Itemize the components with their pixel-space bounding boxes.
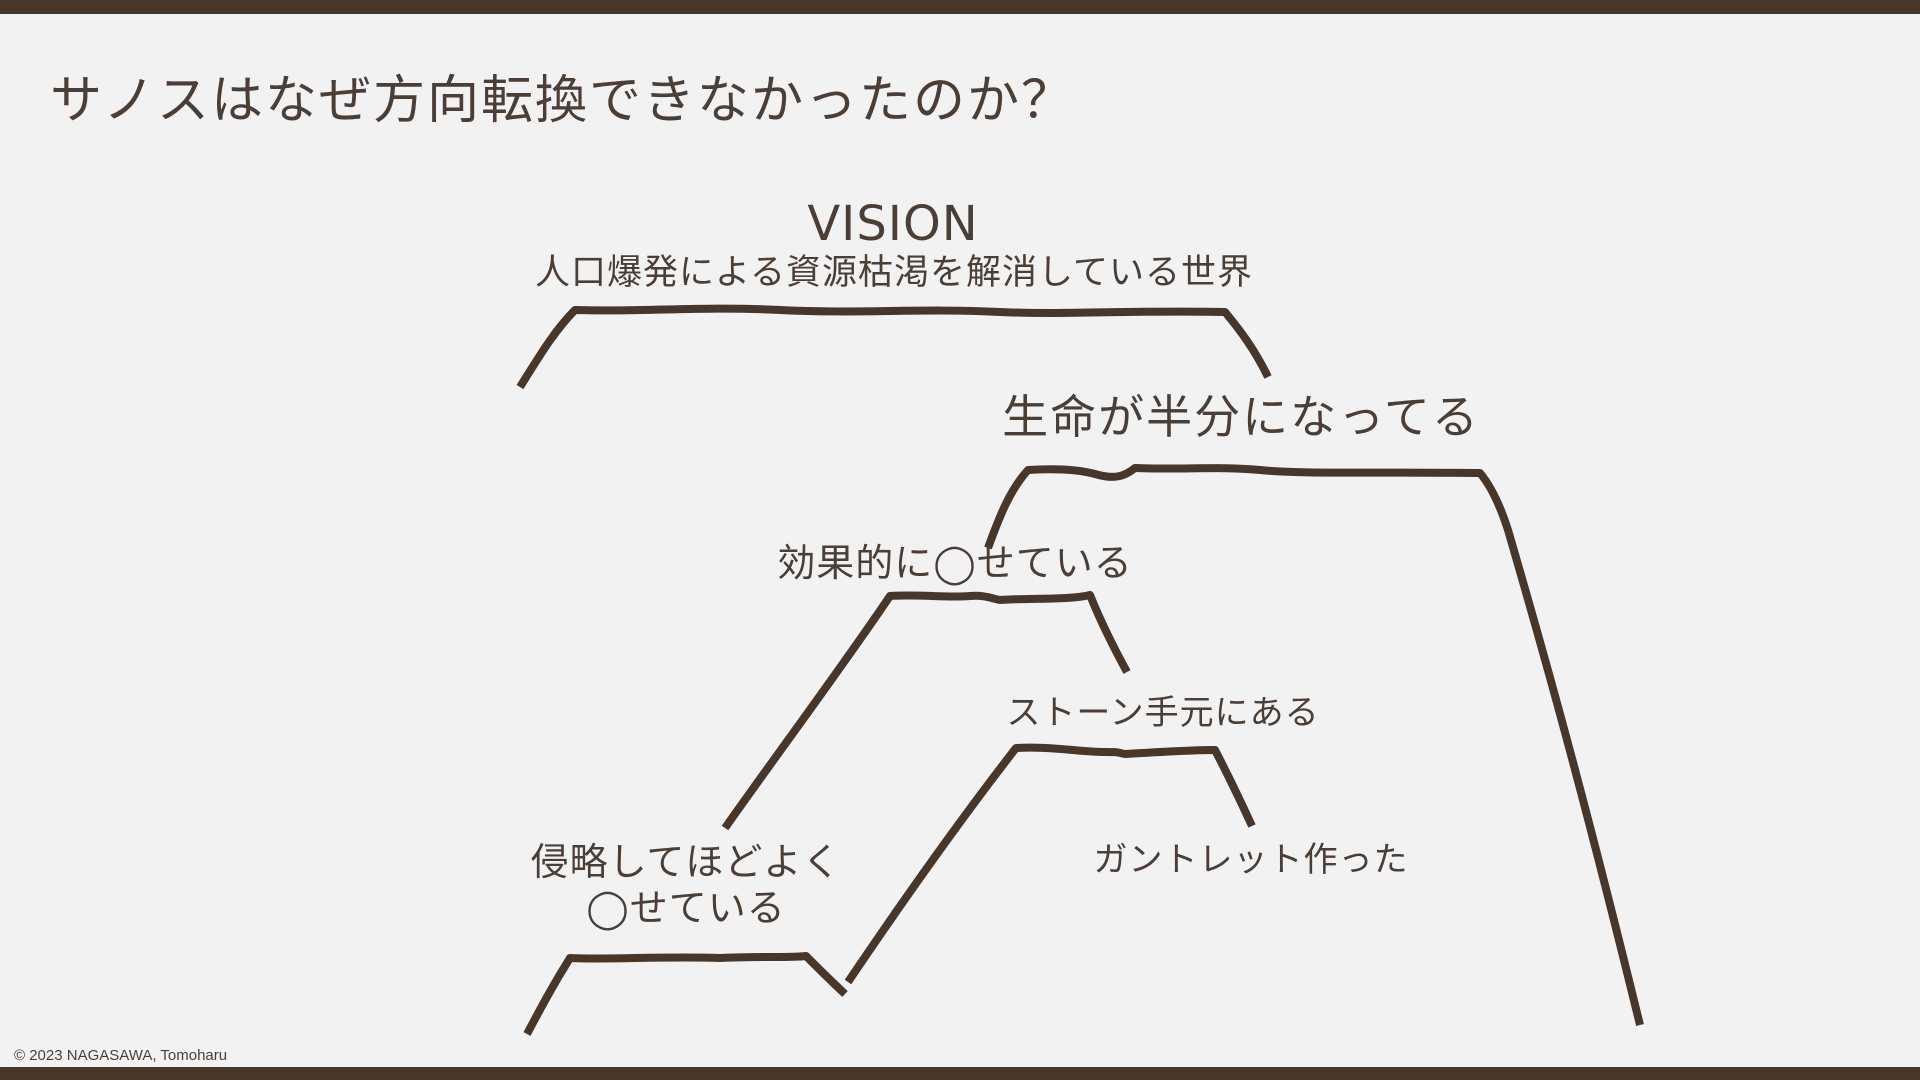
node-invade-line2: ◯せている — [586, 885, 786, 930]
vision-bracket — [516, 304, 1272, 390]
effectively-bracket — [721, 591, 1131, 831]
vision-heading: VISION — [807, 196, 979, 252]
copyright: © 2023 NAGASAWA, Tomoharu — [14, 1047, 228, 1064]
page-title: サノスはなぜ方向転換できなかったのか？ — [50, 71, 1075, 131]
stones-bracket — [844, 743, 1256, 985]
node-invade: 侵略してほどよく ◯せている — [531, 840, 842, 931]
vision-text: 人口爆発による資源枯渇を解消している世界 — [535, 253, 1253, 293]
invade-bracket — [523, 952, 848, 1036]
top-bar — [0, 0, 1920, 14]
node-gauntlet: ガントレット作った — [1093, 840, 1409, 880]
node-stones: ストーン手元にある — [1006, 693, 1320, 733]
node-effectively: 効果的に◯せている — [777, 541, 1133, 585]
node-invade-line1: 侵略してほどよく — [530, 840, 842, 884]
bottom-bar — [0, 1067, 1920, 1080]
life-halved-bracket — [984, 464, 1644, 1026]
node-life-halved: 生命が半分になってる — [1002, 390, 1480, 444]
